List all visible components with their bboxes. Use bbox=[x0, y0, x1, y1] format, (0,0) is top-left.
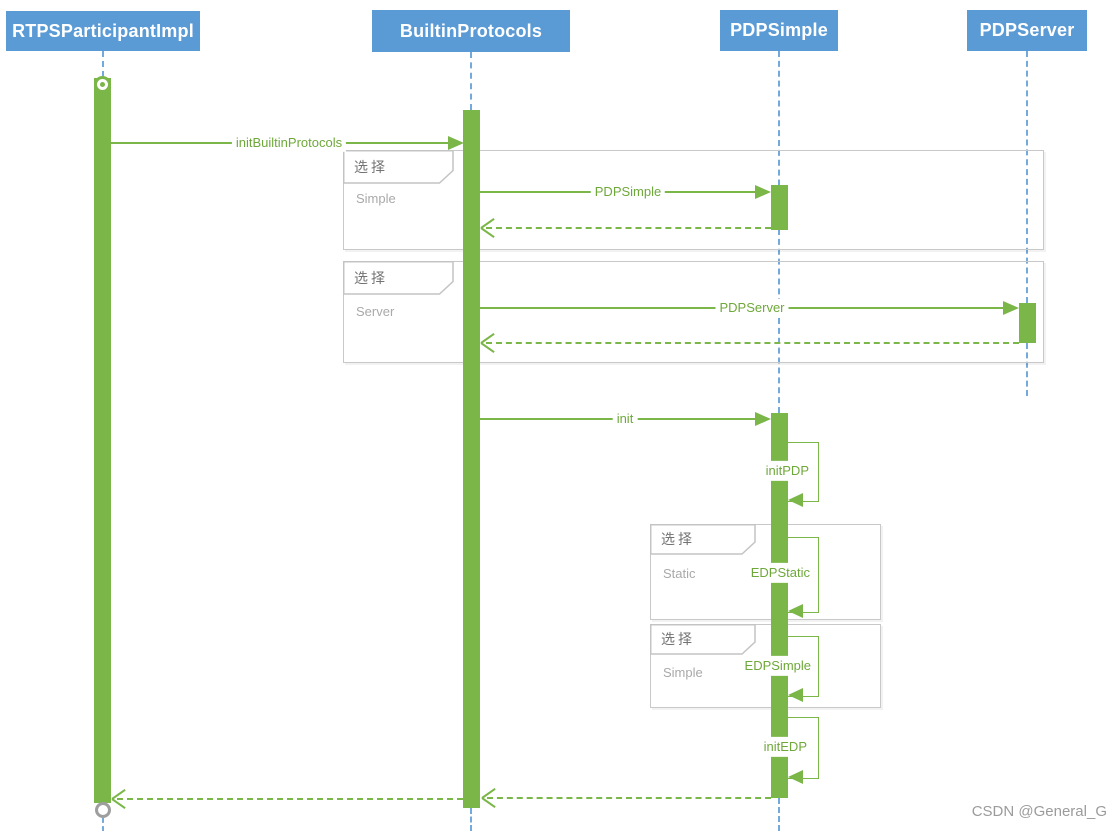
self-message-loop-edpstatic bbox=[788, 537, 819, 613]
alt-fragment-simple: 选择 Simple bbox=[343, 150, 1044, 250]
message-label: EDPSimple bbox=[741, 655, 814, 677]
return-line bbox=[117, 798, 463, 800]
message-label: initBuiltinProtocols bbox=[231, 133, 347, 153]
fragment-guard-label: Simple bbox=[356, 191, 396, 206]
fragment-operator-label: 选择 bbox=[354, 159, 388, 175]
pentagon-tab-icon bbox=[650, 524, 756, 555]
fragment-guard-label: Static bbox=[663, 566, 696, 581]
message-label: PDPServer bbox=[715, 298, 789, 318]
arrowhead-icon bbox=[755, 412, 771, 426]
message-label: initPDP bbox=[762, 460, 812, 482]
fragment-operator-tab: 选择 bbox=[343, 261, 454, 300]
return-line bbox=[486, 227, 771, 229]
participant-name: PDPServer bbox=[979, 20, 1075, 40]
participant-name: RTPSParticipantImpl bbox=[12, 20, 194, 41]
activation-bar-pdpsimple-ctor bbox=[771, 185, 788, 230]
pentagon-tab-icon bbox=[650, 624, 756, 655]
return-line bbox=[486, 342, 1019, 344]
fragment-operator-tab: 选择 bbox=[650, 624, 756, 660]
arrowhead-icon bbox=[448, 136, 464, 150]
pentagon-tab-icon bbox=[343, 150, 454, 184]
message-label: EDPStatic bbox=[747, 562, 813, 584]
arrowhead-icon bbox=[788, 770, 803, 784]
lifeline-rtpsparticipantimpl bbox=[102, 51, 104, 77]
activation-bar-builtinprotocols bbox=[463, 110, 480, 808]
arrowhead-icon bbox=[788, 688, 803, 702]
arrowhead-icon bbox=[1003, 301, 1019, 315]
message-label: initEDP bbox=[760, 736, 810, 758]
start-dot-icon bbox=[100, 82, 105, 87]
activation-bar-rtpsparticipantimpl bbox=[94, 78, 111, 803]
activation-end-circle-icon bbox=[95, 802, 111, 818]
participant-name: BuiltinProtocols bbox=[399, 20, 543, 41]
fragment-operator-label: 选择 bbox=[661, 631, 695, 647]
self-message-loop-initedp bbox=[788, 717, 819, 779]
self-message-loop-initpdp bbox=[788, 442, 819, 502]
fragment-guard-label: Server bbox=[356, 304, 395, 319]
lifeline-pdpsimple bbox=[778, 798, 780, 831]
lifeline-pdpsimple bbox=[778, 51, 780, 413]
activation-bar-pdpserver-ctor bbox=[1019, 303, 1036, 343]
alt-fragment-edp-simple: 选择 Simple bbox=[650, 624, 881, 708]
participant-header-builtinprotocols: BuiltinProtocols bbox=[372, 10, 570, 52]
participant-header-pdpsimple: PDPSimple bbox=[720, 10, 838, 51]
watermark: CSDN @General_G bbox=[971, 803, 1107, 820]
arrowhead-icon bbox=[755, 185, 771, 199]
fragment-operator-tab: 选择 bbox=[650, 524, 756, 560]
lifeline-rtpsparticipantimpl bbox=[102, 818, 104, 831]
alt-fragment-static: 选择 Static bbox=[650, 524, 881, 620]
lifeline-pdpserver bbox=[1026, 51, 1028, 303]
arrowhead-icon bbox=[788, 604, 803, 618]
activation-bar-pdpsimple-init bbox=[771, 413, 788, 798]
fragment-guard-label: Simple bbox=[663, 665, 703, 680]
participant-header-rtpsparticipantimpl: RTPSParticipantImpl bbox=[6, 11, 200, 51]
lifeline-builtinprotocols bbox=[470, 52, 472, 110]
fragment-operator-tab: 选择 bbox=[343, 150, 454, 189]
return-line bbox=[487, 797, 771, 799]
lifeline-builtinprotocols bbox=[470, 808, 472, 831]
fragment-operator-label: 选择 bbox=[354, 270, 388, 286]
message-label: PDPSimple bbox=[590, 182, 666, 202]
activation-start-circle-icon bbox=[94, 76, 111, 93]
message-label: init bbox=[612, 409, 638, 429]
participant-name: PDPSimple bbox=[730, 20, 828, 40]
arrowhead-icon bbox=[788, 493, 803, 507]
alt-fragment-server: 选择 Server bbox=[343, 261, 1044, 363]
lifeline-pdpserver bbox=[1026, 343, 1028, 396]
self-message-loop-edpsimple bbox=[788, 636, 819, 697]
fragment-operator-label: 选择 bbox=[661, 531, 695, 547]
participant-header-pdpserver: PDPServer bbox=[967, 10, 1087, 51]
pentagon-tab-icon bbox=[343, 261, 454, 295]
